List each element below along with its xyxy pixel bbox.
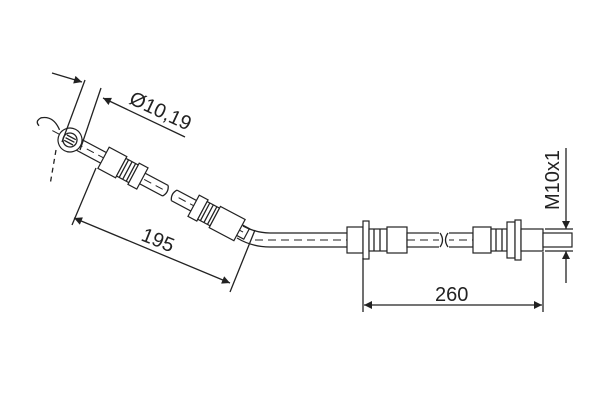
crimp-fitting-4 xyxy=(472,219,544,261)
angled-hose-section xyxy=(36,116,251,242)
diameter-label: Ø10,19 xyxy=(126,88,195,136)
length-195-label: 195 xyxy=(138,224,177,257)
straight-hose-section xyxy=(236,219,573,261)
thread-label: M10x1 xyxy=(542,150,564,210)
crimp-fitting-3 xyxy=(346,220,408,260)
banjo-fitting xyxy=(36,116,83,153)
length-260-dimension: 260 xyxy=(362,252,544,312)
crimp-fitting-1 xyxy=(97,146,149,190)
length-260-label: 260 xyxy=(435,284,468,306)
hose-break-2 xyxy=(439,231,449,249)
bleed-tube xyxy=(36,116,61,131)
crimp-fitting-2 xyxy=(187,194,246,242)
tube-end xyxy=(542,232,573,248)
hose-break xyxy=(161,183,178,203)
thread-dimension: M10x1 xyxy=(542,148,573,283)
